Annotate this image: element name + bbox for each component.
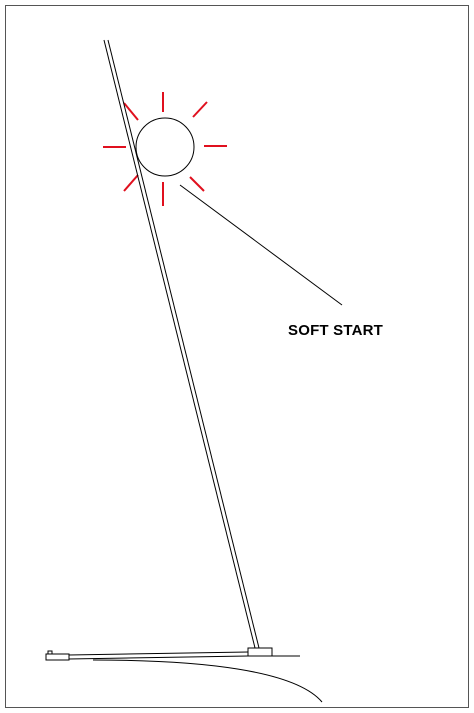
light-ray-top-right (193, 102, 207, 117)
soft-start-label: SOFT START (288, 322, 383, 339)
callout-leader-line (180, 185, 342, 305)
power-cable (69, 652, 248, 659)
light-ray-bottom-right (190, 177, 204, 191)
cable-plug (46, 651, 69, 660)
light-ray-bottom-left (124, 175, 138, 191)
diagram-frame (6, 6, 469, 708)
lamp-base (248, 648, 272, 656)
floor-curve (93, 660, 322, 702)
lamp-head (136, 118, 194, 176)
